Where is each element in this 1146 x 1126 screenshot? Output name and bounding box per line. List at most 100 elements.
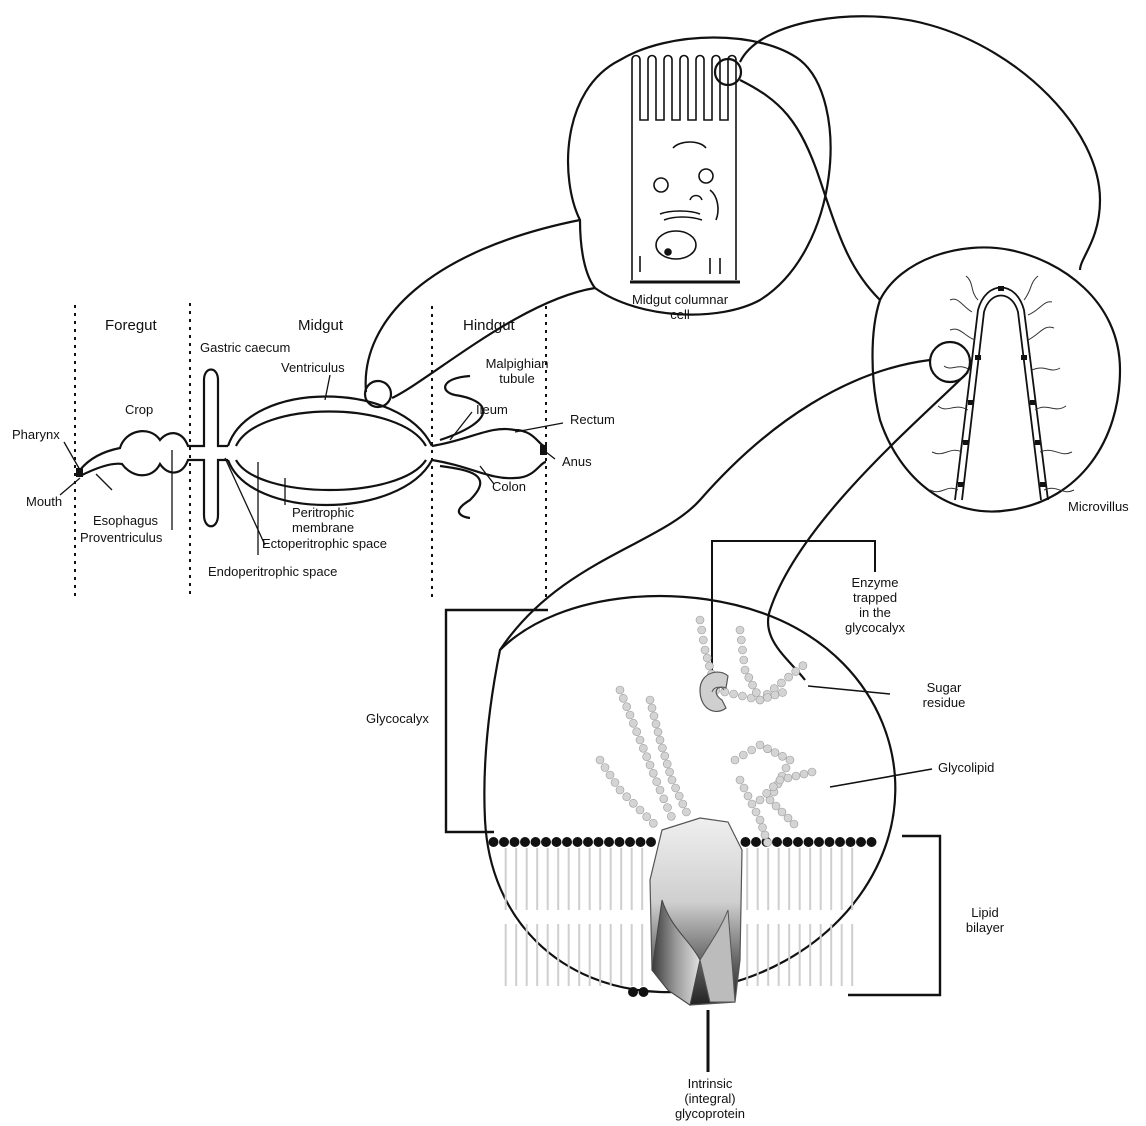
lipid-head [751,837,761,847]
sugar-bead [703,654,711,662]
sugar-bead [736,626,744,634]
sugar-bead [782,764,790,772]
label-lipid-bilayer: Lipid bilayer [955,905,1015,935]
label-hindgut: Hindgut [463,318,515,333]
label-glycoprotein: Intrinsic (integral) glycoprotein [650,1076,770,1121]
label-midgut-columnar-cell: Midgut columnar cell [610,292,750,322]
sugar-bead [784,774,792,782]
label-esophagus: Esophagus [93,513,158,528]
sugar-bead [721,688,729,696]
sugar-bead [679,800,687,808]
sugar-bead [629,719,637,727]
sugar-bead [737,636,745,644]
sugar-bead [741,666,749,674]
label-ectoperitrophic-space: Ectoperitrophic space [262,536,387,551]
sugar-bead [799,662,807,670]
lipid-head [510,837,520,847]
sugar-bead [606,771,614,779]
lipid-bilayer-bracket [848,836,940,995]
label-anus: Anus [562,454,592,469]
sugar-bead [744,792,752,800]
lipid-head [814,837,824,847]
sugar-bead [658,744,666,752]
label-glycocalyx: Glycocalyx [366,711,429,726]
sugar-bead [772,802,780,810]
sugar-bead [777,679,785,687]
sugar-bead [601,764,609,772]
sugar-bead [790,820,798,828]
label-gastric-caecum: Gastric caecum [200,340,290,355]
sugar-bead [738,692,746,700]
sugar-bead [771,691,779,699]
sugar-bead [653,778,661,786]
sugar-bead [660,795,668,803]
sugar-bead [633,728,641,736]
ventriculus-zoom-circle [365,381,391,407]
sugar-residue-pointer [808,686,890,694]
sugar-bead [616,686,624,694]
lipid-head [867,837,877,847]
sugar-bead [619,694,627,702]
label-glycolipid: Glycolipid [938,760,994,775]
sugar-bead [730,690,738,698]
lipid-head [835,837,845,847]
sugar-bead [648,704,656,712]
lipid-head [628,987,638,997]
sugar-bead [623,793,631,801]
lipid-head [489,837,499,847]
sugar-bead [786,756,794,764]
sugar-bead [675,792,683,800]
lipid-head [639,987,649,997]
lipid-head [583,837,593,847]
sugar-bead [656,736,664,744]
sugar-bead [643,813,651,821]
sugar-bead [739,646,747,654]
sugar-bead [639,744,647,752]
label-foregut: Foregut [105,318,157,333]
sugar-bead [748,800,756,808]
microvillus-glycocalyx-strands [930,276,1074,492]
sugar-bead [616,786,624,794]
label-endoperitrophic-space: Endoperitrophic space [208,564,337,579]
lipid-head [804,837,814,847]
lipid-head [783,837,793,847]
sugar-bead [740,656,748,664]
sugar-bead [649,819,657,827]
glycolipid-pointer [830,769,932,787]
label-crop: Crop [125,402,153,417]
sugar-bead [752,689,760,697]
sugar-bead [785,673,793,681]
lipid-head [856,837,866,847]
sugar-bead [696,616,704,624]
label-microvillus: Microvillus [1068,499,1129,514]
sugar-bead [643,753,651,761]
sugar-bead [698,626,706,634]
sugar-bead [705,662,713,670]
lipid-head [846,837,856,847]
sugar-bead [636,736,644,744]
sugar-bead [636,806,644,814]
sugar-bead [701,646,709,654]
label-ventriculus: Ventriculus [281,360,345,375]
sugar-bead [611,779,619,787]
lipid-head [793,837,803,847]
lipid-head [604,837,614,847]
sugar-bead [756,696,764,704]
lipid-head [636,837,646,847]
sugar-bead [656,786,664,794]
label-rectum: Rectum [570,412,615,427]
gut-region-dividers [75,303,546,598]
sugar-bead [778,808,786,816]
label-peritrophic-membrane: Peritrophic membrane [292,505,354,535]
gut-body [80,370,546,527]
label-midgut: Midgut [298,318,343,333]
sugar-bead [663,760,671,768]
anus-dot [540,445,547,455]
sugar-bead [699,636,707,644]
label-enzyme: Enzyme trapped in the glycocalyx [830,575,920,635]
label-sugar-residue: Sugar residue [904,680,984,710]
sugar-bead [779,689,787,697]
sugar-bead [649,769,657,777]
sugar-bead [623,703,631,711]
